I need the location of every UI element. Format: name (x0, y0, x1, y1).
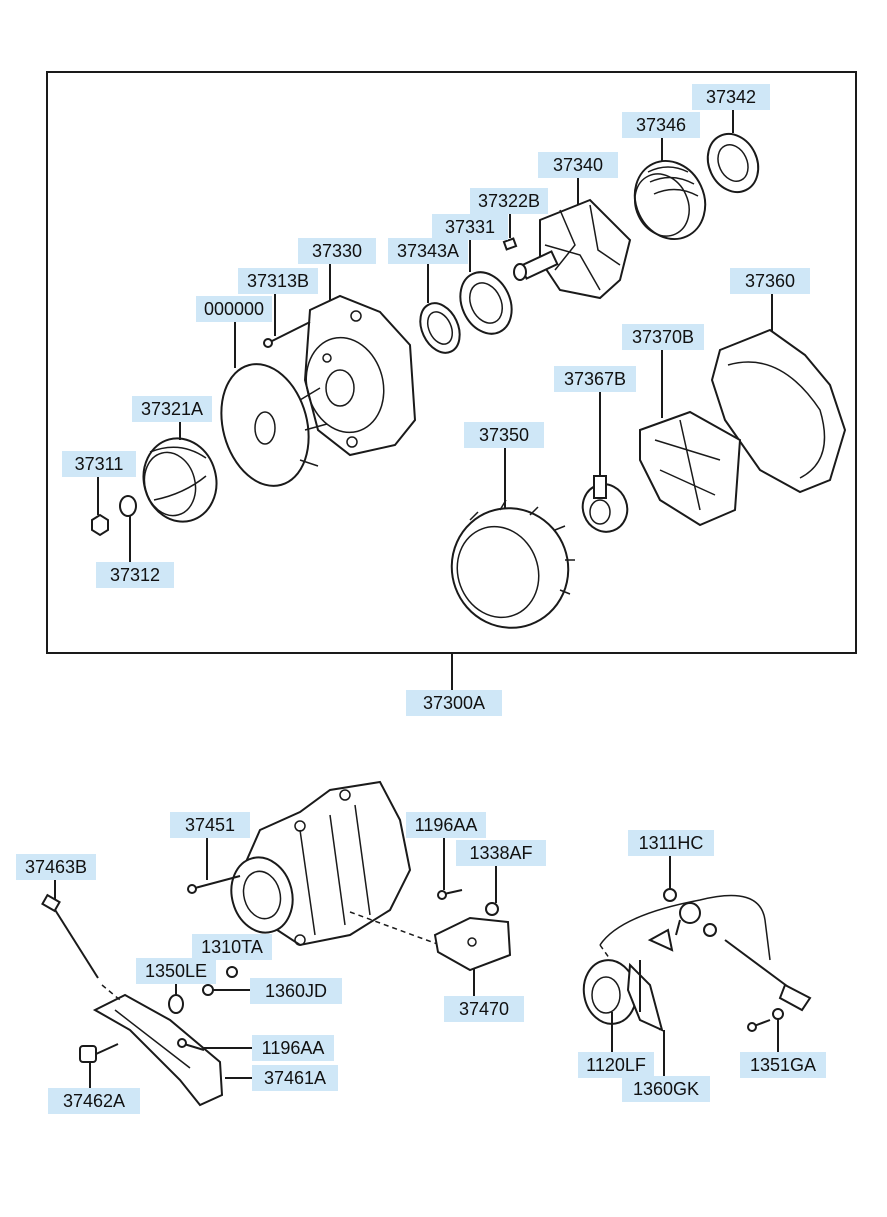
spacer-hint (101, 984, 121, 1001)
label-37340: 37340 (538, 152, 618, 178)
nut-1360JD (202, 984, 250, 996)
nut-37311 (91, 475, 109, 537)
bolt-1351GA (747, 1008, 784, 1052)
label-1350LE: 1350LE (136, 958, 216, 984)
nut-1338AF (485, 866, 499, 916)
label-1196AA-upper: 1196AA (406, 812, 486, 838)
label-37342: 37342 (692, 84, 770, 110)
bolt-1196AA-lower (177, 1038, 252, 1051)
key-37322B (502, 214, 518, 251)
bearing-37342 (706, 108, 760, 194)
dashed-mount-line (349, 911, 441, 946)
label-37343A: 37343A (388, 238, 468, 264)
label-37331: 37331 (432, 214, 508, 240)
nut-1311HC (663, 856, 677, 902)
bearing-37331 (459, 238, 513, 335)
bolt-37451 (187, 838, 241, 894)
label-000000: 000000 (196, 296, 272, 322)
label-37461A: 37461A (252, 1065, 338, 1091)
label-1310TA: 1310TA (192, 934, 272, 960)
label-1311HC: 1311HC (628, 830, 714, 856)
brush-holder-37367B (581, 390, 629, 533)
label-37367B: 37367B (554, 366, 636, 392)
label-37321A: 37321A (132, 396, 212, 422)
washer-1350LE (168, 982, 184, 1014)
nut-1310TA (226, 966, 238, 978)
rotor-37340 (513, 176, 632, 300)
bolt-37463B (41, 880, 99, 979)
motor-assembly (582, 894, 812, 1032)
label-37462A: 37462A (48, 1088, 140, 1114)
label-37300A: 37300A (406, 690, 502, 716)
label-1360GK: 1360GK (622, 1076, 710, 1102)
fan-000000 (220, 320, 328, 487)
label-37312: 37312 (96, 562, 174, 588)
label-37322B: 37322B (470, 188, 548, 214)
stator-37350 (450, 446, 575, 629)
label-37470: 37470 (444, 996, 524, 1022)
regulator-37370B (639, 348, 742, 527)
washer-37312 (119, 495, 137, 562)
label-1338AF: 1338AF (456, 840, 546, 866)
label-1120LF: 1120LF (578, 1052, 654, 1078)
label-37350: 37350 (464, 422, 544, 448)
bracket-37470 (433, 916, 512, 996)
label-1351GA: 1351GA (740, 1052, 826, 1078)
pulley-ring-37346 (633, 136, 707, 240)
label-37311: 37311 (62, 451, 136, 477)
pulley-37321A (142, 422, 218, 523)
label-37451: 37451 (170, 812, 250, 838)
label-37330: 37330 (298, 238, 376, 264)
alternator-assembly (230, 780, 412, 947)
label-37346: 37346 (622, 112, 700, 138)
adjust-bracket-37461A (92, 993, 252, 1107)
label-1196AA-lower: 1196AA (252, 1035, 334, 1061)
label-37463B: 37463B (16, 854, 96, 880)
spacer-37343A (419, 262, 461, 354)
label-37360: 37360 (730, 268, 810, 294)
bolt-1196AA-upper (437, 838, 463, 900)
bolt-37313B (263, 292, 311, 348)
rear-housing-37360 (710, 292, 847, 494)
collar-37462A (79, 1043, 119, 1088)
label-37370B: 37370B (622, 324, 704, 350)
label-37313B: 37313B (238, 268, 318, 294)
label-1360JD: 1360JD (250, 978, 342, 1004)
